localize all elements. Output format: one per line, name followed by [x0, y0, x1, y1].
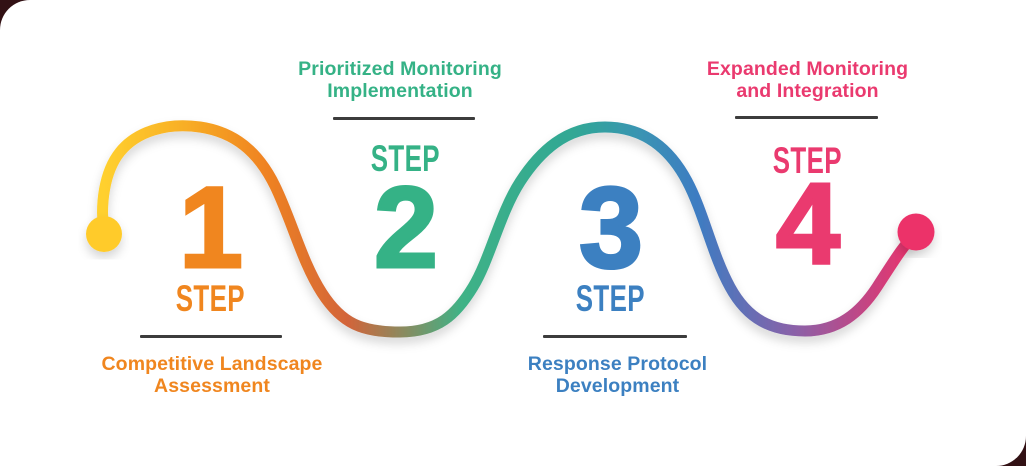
serpentine-path — [97, 120, 922, 338]
start-dot — [86, 216, 122, 252]
step-1-label: STEP — [145, 278, 275, 319]
step-1-title-line-2: Assessment — [154, 375, 270, 397]
step-1-title: Competitive Landscape Assessment — [92, 353, 332, 403]
step-1-divider — [140, 335, 282, 338]
step-3-title-line-2: Development — [555, 375, 680, 397]
step-4-number: 4 — [775, 159, 842, 290]
step-1-title-line-1: Competitive Landscape — [101, 353, 323, 375]
step-4-title-line-1: Expanded Monitoring — [706, 58, 909, 80]
step-3-title: Response Protocol Development — [500, 353, 735, 403]
step-3-number: 3 — [578, 163, 645, 294]
step-4-label: STEP — [742, 140, 872, 181]
step-2-title-line-2: Implementation — [327, 80, 473, 102]
step-3-label: STEP — [545, 278, 675, 319]
step-4-divider — [735, 116, 878, 119]
step-2-title: Prioritized Monitoring Implementation — [280, 58, 520, 108]
step-3-title-line-1: Response Protocol — [527, 353, 708, 375]
step-3-divider — [543, 335, 687, 338]
step-1-label-text: STEP — [175, 278, 245, 319]
step-2-label-text: STEP — [370, 138, 440, 179]
step-4-label-text: STEP — [772, 140, 842, 181]
step-2-number: 2 — [373, 163, 440, 294]
step-2-title-line-1: Prioritized Monitoring — [298, 58, 502, 80]
step-1-number: 1 — [178, 163, 245, 294]
step-3-label-text: STEP — [575, 278, 645, 319]
step-2-label: STEP — [340, 138, 470, 179]
end-dot — [897, 213, 935, 251]
step-4-title-line-2: and Integration — [736, 80, 879, 102]
step-4-title: Expanded Monitoring and Integration — [690, 58, 925, 108]
step-2-divider — [333, 117, 475, 120]
